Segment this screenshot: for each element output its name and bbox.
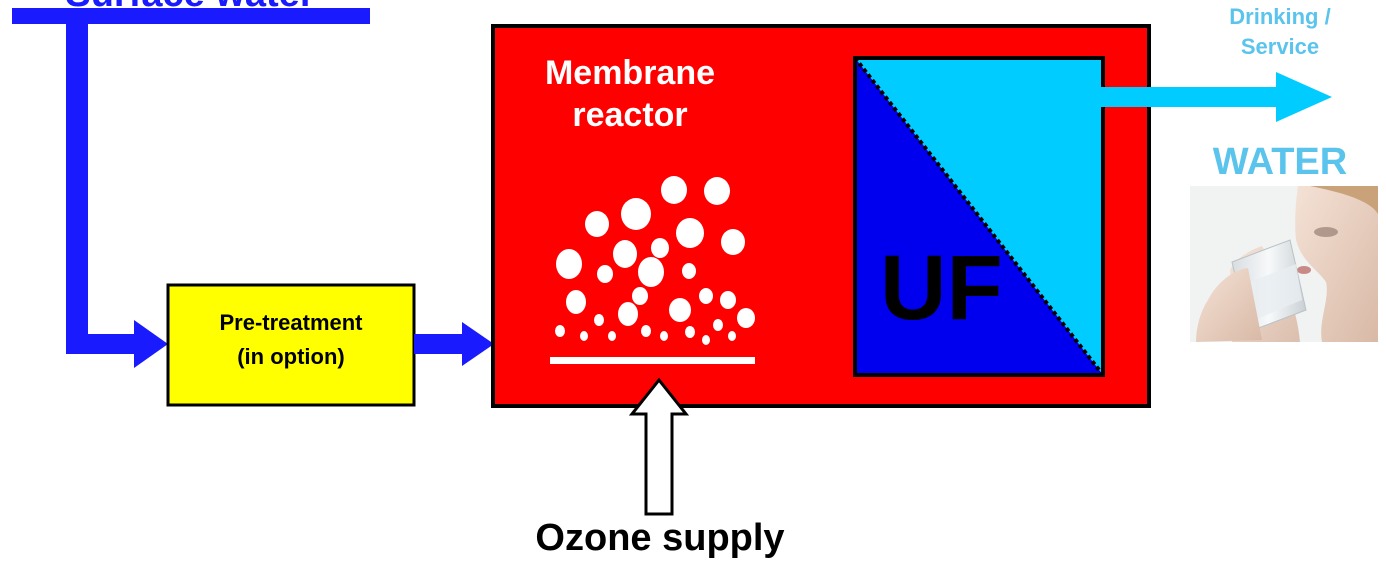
uf-membrane-module bbox=[853, 56, 1105, 377]
output-line2: Service bbox=[1240, 34, 1320, 59]
inlet-pipe bbox=[12, 8, 370, 368]
pretreatment-to-reactor-arrow bbox=[414, 322, 494, 366]
ozone-supply-label: Ozone supply bbox=[535, 517, 785, 559]
output-arrow bbox=[1101, 72, 1332, 122]
uf-label: UF bbox=[880, 237, 1003, 339]
reactor-title-line2: reactor bbox=[572, 96, 688, 134]
ozone-bubbles-icon bbox=[555, 176, 755, 345]
water-label: WATER bbox=[1212, 141, 1348, 183]
source-water-label: Surface water bbox=[20, 0, 360, 14]
pretreatment-line1: Pre-treatment bbox=[219, 310, 363, 335]
output-line1: Drinking / bbox=[1229, 4, 1331, 29]
membrane-reactor-title: Membrane reactor bbox=[520, 52, 740, 136]
ozone-supply-arrow bbox=[628, 377, 690, 516]
pretreatment-box bbox=[166, 283, 416, 407]
output-use-label: Drinking / Service bbox=[1190, 2, 1370, 62]
pretreatment-line2: (in option) bbox=[237, 344, 345, 369]
person-drinking-water-icon bbox=[1190, 186, 1378, 342]
pretreatment-label: Pre-treatment (in option) bbox=[170, 306, 412, 374]
ozone-diffuser bbox=[550, 357, 755, 364]
reactor-title-line1: Membrane bbox=[544, 54, 716, 92]
